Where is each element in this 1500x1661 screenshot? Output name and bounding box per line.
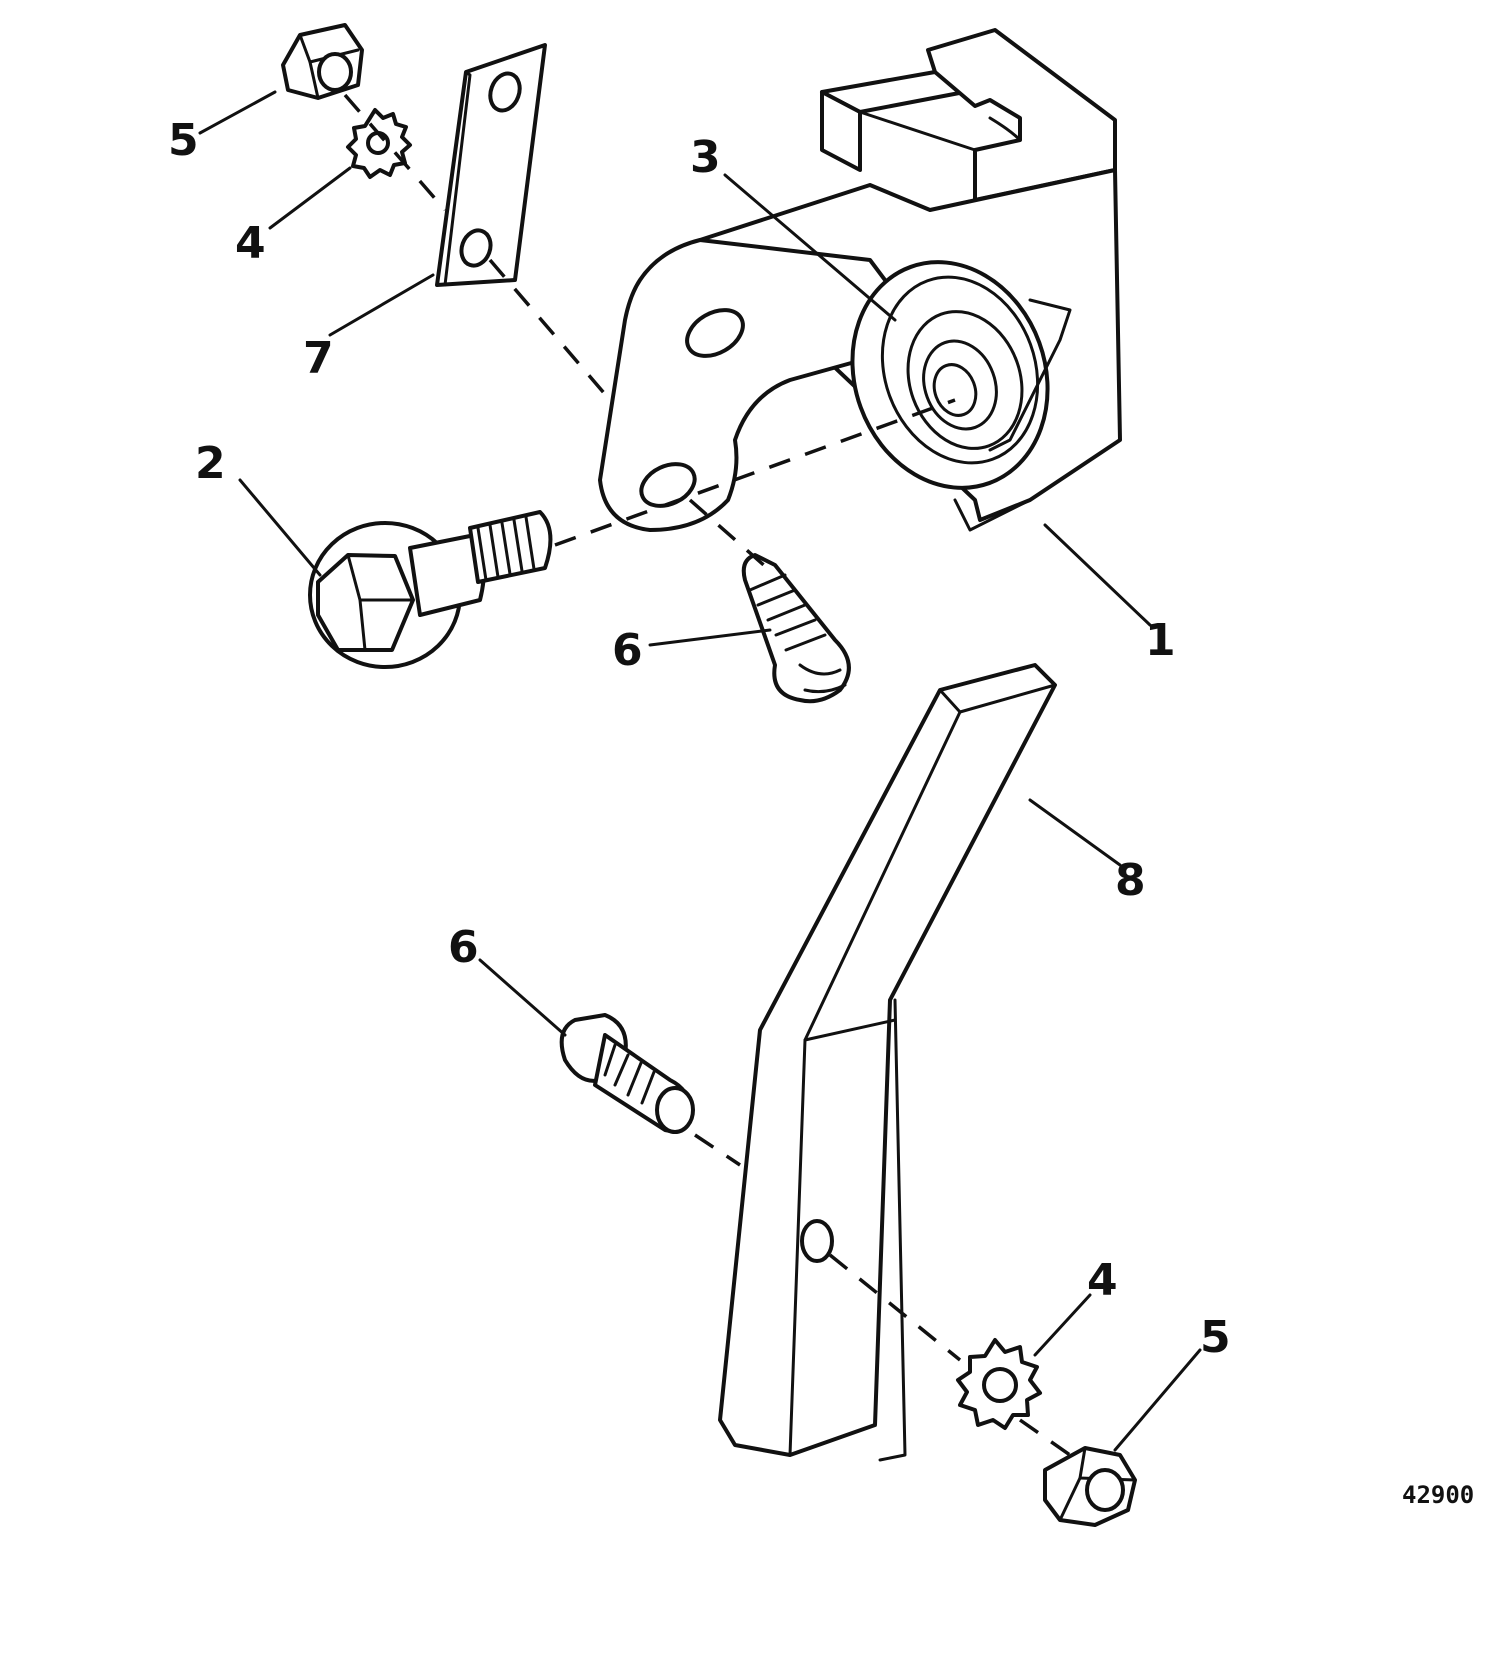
lever-part-8	[718, 663, 1057, 1462]
callout-3: 3	[690, 132, 721, 183]
leader-lines	[198, 90, 1202, 1452]
hex-nut-top-part-5	[281, 23, 364, 100]
hex-screw-low-part-6	[559, 1013, 695, 1134]
assembly-lines	[343, 93, 1072, 1457]
callout-5-top: 5	[168, 115, 199, 166]
lock-washer-low-part-4	[956, 1338, 1042, 1430]
callout-7: 7	[303, 333, 334, 384]
hex-nut-low-part-5	[1043, 1446, 1137, 1527]
pulley-part-3	[850, 260, 1072, 490]
callout-2: 2	[195, 438, 226, 489]
callout-labels: 5 4 7 3 2 6 1 8 6 4 5	[168, 115, 1231, 1363]
callout-5-low: 5	[1200, 1312, 1231, 1363]
lock-washer-top-part-4	[346, 108, 412, 179]
callout-4-top: 4	[235, 218, 266, 269]
link-plate-part-7	[435, 43, 547, 287]
bracket-part-1	[598, 28, 1122, 532]
callout-6-low: 6	[448, 922, 479, 973]
slotted-screw-mid-part-6	[741, 553, 851, 704]
callout-6-mid: 6	[612, 625, 643, 676]
callout-8: 8	[1115, 855, 1146, 906]
callout-4-low: 4	[1087, 1255, 1118, 1306]
figure-number: 42900	[1402, 1481, 1474, 1509]
shoulder-bolt-part-2	[308, 510, 553, 669]
callout-1: 1	[1145, 615, 1176, 666]
